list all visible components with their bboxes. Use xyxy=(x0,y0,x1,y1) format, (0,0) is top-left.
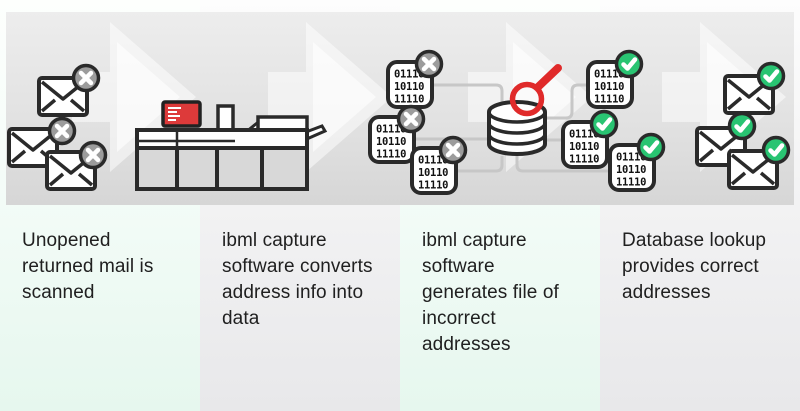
check-badge-icon xyxy=(592,112,617,137)
check-badge-icon xyxy=(764,138,789,163)
x-badge-icon xyxy=(399,107,424,132)
check-badge-icon xyxy=(759,64,784,89)
check-badge-icon xyxy=(730,114,755,139)
x-badge-icon xyxy=(81,143,106,168)
step-caption-1: Unopened returned mail is scanned xyxy=(22,230,154,303)
step-caption-4: Database lookup provides correct address… xyxy=(622,230,767,303)
x-badge-icon xyxy=(74,66,99,91)
scanner-body xyxy=(135,146,309,191)
scanner-display-icon xyxy=(161,100,202,128)
step-caption-3: ibml capture software generates file of … xyxy=(422,230,559,355)
x-badge-icon xyxy=(441,138,466,163)
check-badge-icon xyxy=(639,135,664,160)
scanner-deck xyxy=(135,128,309,150)
step-caption-2: ibml capture software converts address i… xyxy=(222,230,373,329)
x-badge-icon xyxy=(417,52,442,77)
check-badge-icon xyxy=(617,52,642,77)
magnifier-icon xyxy=(509,64,562,117)
process-artwork: 01110 10110 11110 xyxy=(7,22,800,195)
x-badge-icon xyxy=(50,119,75,144)
scanner-machine-icon xyxy=(135,100,328,191)
